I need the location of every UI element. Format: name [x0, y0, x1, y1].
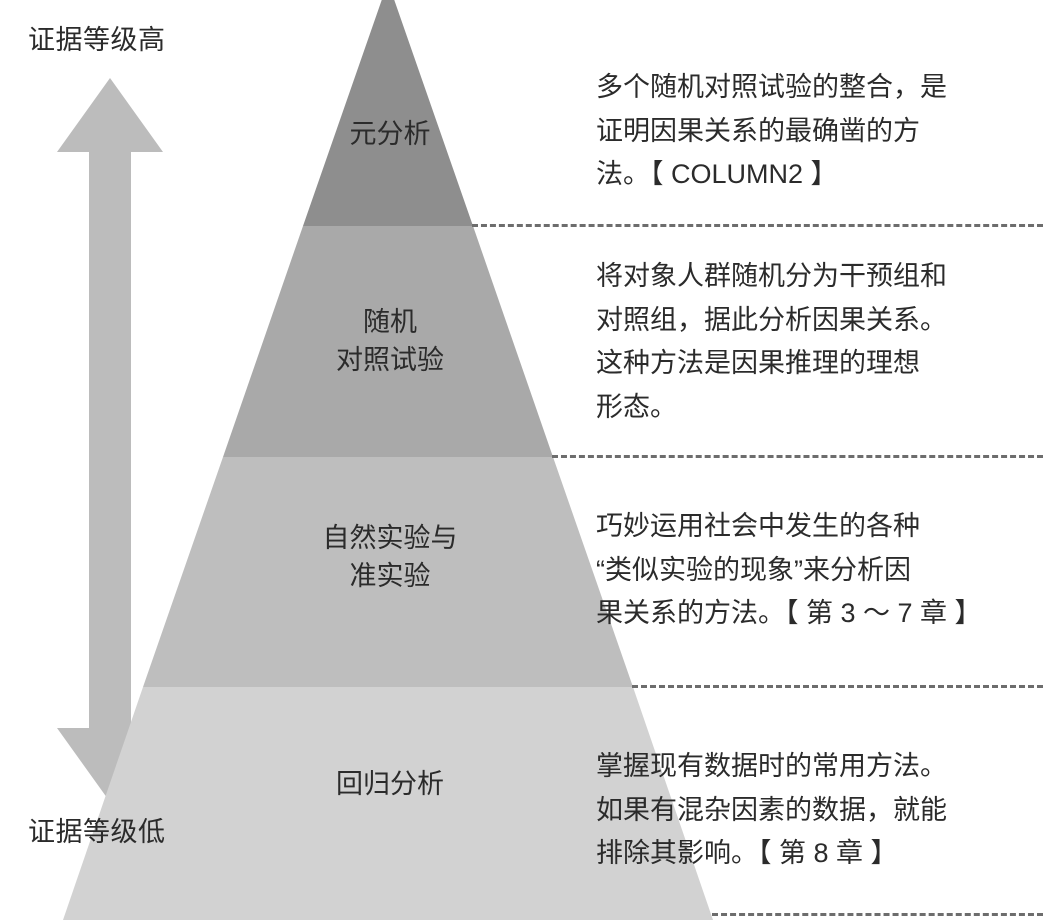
tier-divider-4 — [712, 913, 1043, 916]
tier-description-regression: 掌握现有数据时的常用方法。 如果有混杂因素的数据，就能 排除其影响。【 第 8 … — [596, 751, 947, 869]
tier-description-natural-experiment: 巧妙运用社会中发生的各种 “类似实验的现象”来分析因 果关系的方法。【 第 3 … — [596, 511, 982, 629]
pyramid-tier-label-regression: 回归分析 — [336, 769, 444, 799]
axis-label-high-evidence: 证据等级高 — [28, 25, 166, 55]
double-headed-vertical-arrow-icon — [57, 78, 163, 802]
pyramid-tier-label-natural-experiment: 自然实验与 准实验 — [322, 523, 458, 592]
tier-divider-1 — [472, 224, 1043, 227]
pyramid-tier-1 — [303, 0, 473, 226]
tier-divider-2 — [552, 455, 1043, 458]
pyramid-tier-label-rct: 随机 对照试验 — [336, 307, 444, 376]
axis-label-low-evidence: 证据等级低 — [28, 817, 166, 847]
pyramid-tier-4 — [63, 687, 713, 920]
pyramid-tier-label-meta-analysis: 元分析 — [349, 119, 431, 149]
pyramid-tier-2 — [223, 226, 553, 457]
tier-description-meta-analysis: 多个随机对照试验的整合，是 证明因果关系的最确凿的方 法。【 COLUMN2 】 — [596, 72, 947, 190]
tier-divider-3 — [632, 685, 1043, 688]
pyramid-tier-3 — [143, 457, 633, 687]
tier-description-rct: 将对象人群随机分为干预组和 对照组，据此分析因果关系。 这种方法是因果推理的理想… — [596, 261, 947, 423]
